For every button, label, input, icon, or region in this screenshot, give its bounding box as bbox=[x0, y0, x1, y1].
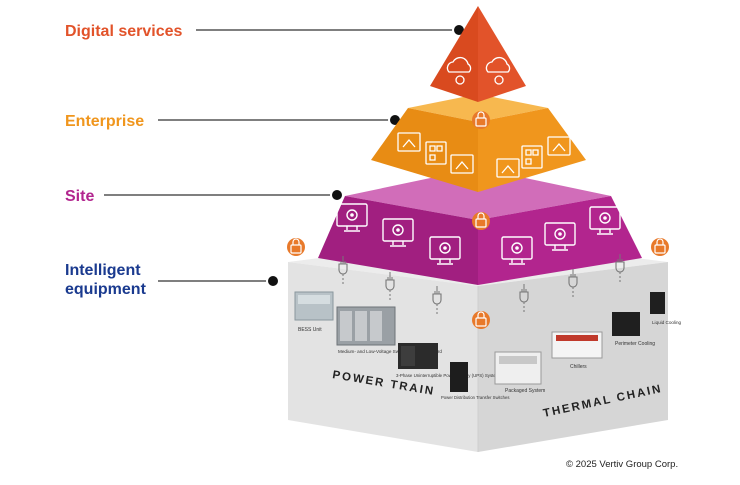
enterprise-right-face bbox=[478, 108, 586, 192]
copyright-notice: © 2025 Vertiv Group Corp. bbox=[566, 459, 679, 470]
enterprise-layer bbox=[371, 94, 586, 192]
label-intelligent-equipment: Intelligent equipment bbox=[65, 261, 146, 299]
label-site: Site bbox=[65, 188, 95, 205]
bess-unit-label: BESS Unit bbox=[298, 327, 322, 333]
cloud-gear-icon-1 bbox=[446, 56, 472, 73]
lock-icon-left bbox=[287, 238, 305, 256]
leader-dot-site bbox=[330, 188, 344, 202]
perimeter-cooling-label: Perimeter Cooling bbox=[615, 341, 655, 347]
leader-dot-equipment bbox=[266, 274, 280, 288]
label-intelligent-line1: Intelligent bbox=[65, 262, 141, 279]
thermal-chain-equipment: Packaged System Chillers Perimeter Cooli… bbox=[494, 292, 682, 394]
liquid-cooling-image bbox=[650, 292, 665, 314]
enterprise-screen-icon-4 bbox=[547, 136, 571, 156]
site-top-face bbox=[345, 168, 611, 220]
power-distribution-image bbox=[450, 362, 468, 392]
lock-icon-right bbox=[651, 238, 669, 256]
liquid-cooling-label: Liquid Cooling bbox=[652, 320, 682, 325]
switchgear-label: Medium- and Low-Voltage Switchgear/Switc… bbox=[338, 349, 442, 354]
lock-icon-site bbox=[472, 212, 490, 230]
digital-right-face bbox=[478, 6, 526, 102]
enterprise-screen-icon-1 bbox=[397, 132, 421, 152]
digital-services-layer bbox=[430, 6, 526, 102]
lock-connectors bbox=[287, 111, 669, 329]
enterprise-screen-icon-2 bbox=[450, 154, 474, 174]
cloud-gear-icon-2 bbox=[485, 56, 511, 73]
label-digital-services: Digital services bbox=[65, 23, 183, 40]
power-distribution-label: Power Distribution Transfer Switches bbox=[441, 395, 509, 400]
label-intelligent-line2: equipment bbox=[65, 281, 146, 298]
power-train-equipment: BESS Unit Medium- and Low-Voltage Switch… bbox=[294, 291, 509, 400]
enterprise-screen-icon-3 bbox=[496, 158, 520, 178]
site-right-face bbox=[478, 196, 642, 285]
enterprise-screen-icons bbox=[397, 132, 571, 178]
perimeter-cooling-image bbox=[612, 312, 640, 336]
lock-icon-enterprise bbox=[472, 111, 490, 129]
enterprise-qr-icon-1 bbox=[425, 141, 447, 165]
base-left-face bbox=[288, 262, 478, 452]
label-enterprise: Enterprise bbox=[65, 113, 145, 130]
leader-lines bbox=[104, 23, 466, 288]
lock-icon-base bbox=[472, 311, 490, 329]
digital-left-face bbox=[430, 6, 478, 102]
enterprise-qr-icon-2 bbox=[521, 145, 543, 169]
ups-label: 3-Phase Uninterruptible Power Supply (UP… bbox=[396, 373, 502, 378]
site-layer bbox=[318, 168, 642, 285]
packaged-system-label: Packaged System bbox=[505, 388, 545, 394]
chillers-label: Chillers bbox=[570, 364, 587, 370]
